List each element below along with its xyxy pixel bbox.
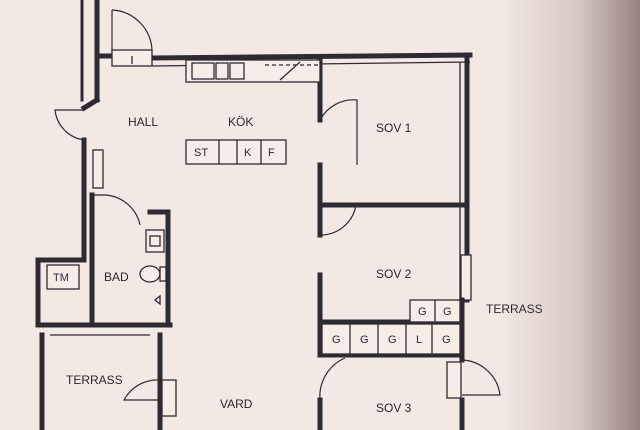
sink-right	[229, 62, 245, 80]
stove-label: ST	[194, 147, 208, 159]
room-label-bad: BAD	[104, 270, 129, 284]
island-body	[185, 139, 287, 165]
hall-cabinet	[92, 149, 104, 189]
closets-upper: G G	[409, 299, 461, 323]
room-label-hall: HALL	[128, 115, 158, 129]
counter-diagonal	[279, 61, 301, 81]
room-label-terrass-right: TERRASS	[486, 302, 543, 316]
sink-mid	[215, 62, 229, 80]
wall-hall-corner	[80, 96, 101, 112]
closets-lower: G G G L G	[321, 323, 461, 355]
window-right	[460, 254, 472, 301]
room-label-sov2: SOV 2	[376, 267, 412, 281]
tm-label: TM	[53, 272, 69, 284]
sov1-door-arc	[319, 99, 358, 165]
sov2-door-arc	[319, 204, 357, 236]
toilet-tank	[159, 266, 167, 282]
room-label-kok: KÖK	[228, 115, 253, 129]
bathroom-fixtures: TM	[46, 229, 167, 306]
bad-door-arc	[104, 194, 141, 226]
wall-top-b	[149, 52, 473, 61]
closet-lower-5: G	[442, 334, 451, 346]
sov3-door-arc	[319, 357, 346, 401]
kitchen-island: ST K F	[185, 139, 287, 165]
closet-lower-1: G	[332, 334, 341, 346]
terrace-door-arc	[461, 359, 501, 396]
closet-lower-4: L	[416, 334, 422, 346]
sink-left	[191, 62, 215, 80]
closet-lower-3: G	[388, 334, 397, 346]
terrace-door-frame	[446, 361, 462, 399]
closet-lower-2: G	[360, 334, 369, 346]
room-label-terrass-left: TERRASS	[66, 373, 123, 387]
vard-door-frame	[161, 379, 177, 417]
drain-arrow-icon	[153, 294, 161, 306]
closet-upper-2: G	[443, 306, 452, 318]
kitchen-k-label: K	[244, 147, 252, 159]
vard-door-arc	[122, 379, 161, 401]
entrance-door-arc	[111, 9, 153, 53]
tm-box	[46, 264, 80, 290]
toilet	[139, 265, 161, 283]
kitchen-f-label: F	[268, 147, 275, 159]
closet-lower-group	[321, 323, 461, 355]
washbasin-bowl	[149, 235, 161, 247]
kitchen-counter	[185, 59, 321, 83]
closet-upper-1: G	[418, 306, 427, 318]
hall-door-arc	[54, 109, 85, 141]
room-label-sov3: SOV 3	[376, 401, 412, 415]
doors	[54, 9, 501, 417]
room-label-sov1: SOV 1	[376, 121, 412, 135]
room-label-vard: VARD	[220, 397, 253, 411]
